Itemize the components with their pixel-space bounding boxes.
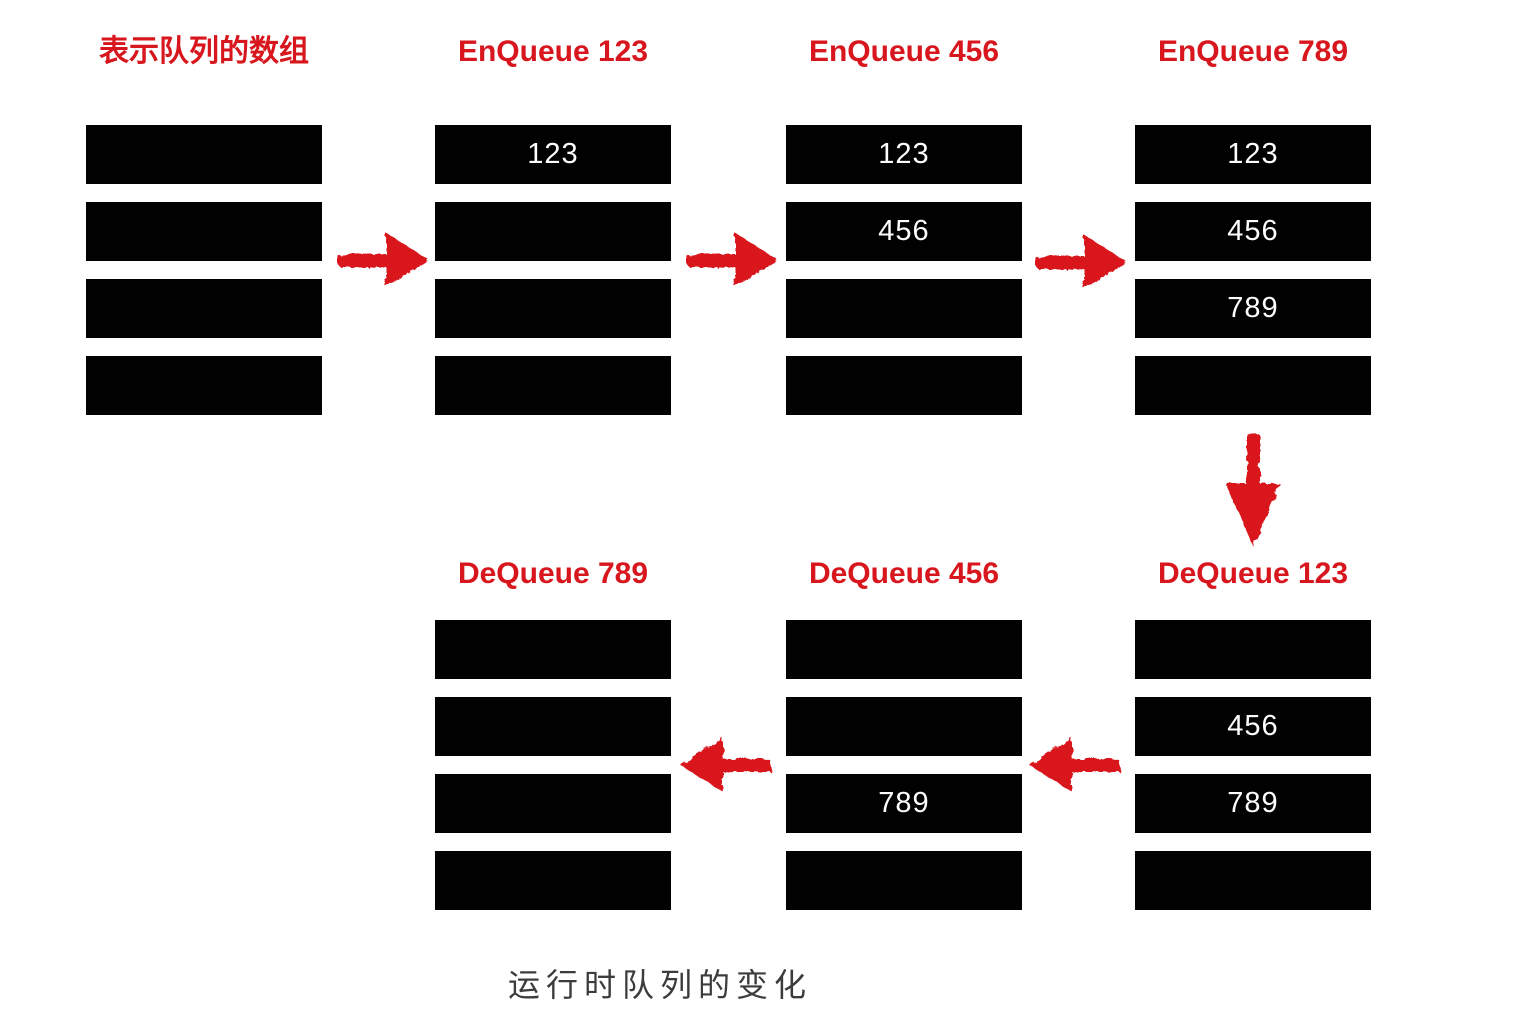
arrow-right-icon	[687, 233, 778, 287]
queue-cell	[435, 356, 671, 415]
label-initial-array: 表示队列的数组	[99, 35, 309, 68]
queue-cell	[435, 851, 671, 910]
queue-cell: 789	[1135, 279, 1371, 338]
label-enqueue-789: EnQueue 789	[1157, 35, 1349, 68]
arrow-right-icon	[338, 233, 429, 287]
arrow-left-icon	[1029, 738, 1120, 792]
queue-cell	[86, 125, 322, 184]
queue-cell	[786, 620, 1022, 679]
queue-cell	[435, 697, 671, 756]
queue-cell	[1135, 356, 1371, 415]
label-enqueue-456: EnQueue 456	[808, 35, 1000, 68]
arrow-down-icon	[1226, 433, 1281, 546]
queue-cell: 456	[786, 202, 1022, 261]
queue-cell: 456	[1135, 697, 1371, 756]
queue-cell	[1135, 620, 1371, 679]
queue-cell: 123	[1135, 125, 1371, 184]
queue-cell: 456	[1135, 202, 1371, 261]
queue-column-dequeue-123: 456 789	[1135, 620, 1371, 928]
queue-cell	[86, 279, 322, 338]
queue-cell	[1135, 851, 1371, 910]
queue-column-enqueue-123: 123	[435, 125, 671, 433]
queue-column-dequeue-789	[435, 620, 671, 928]
label-dequeue-456: DeQueue 456	[808, 557, 1000, 590]
queue-cell: 789	[1135, 774, 1371, 833]
label-dequeue-123: DeQueue 123	[1157, 557, 1349, 590]
queue-cell: 123	[786, 125, 1022, 184]
queue-cell: 123	[435, 125, 671, 184]
arrow-left-icon	[680, 738, 771, 792]
queue-cell	[435, 279, 671, 338]
queue-cell	[786, 356, 1022, 415]
queue-column-enqueue-789: 123 456 789	[1135, 125, 1371, 433]
queue-cell	[435, 620, 671, 679]
label-dequeue-789: DeQueue 789	[457, 557, 649, 590]
queue-cell	[86, 202, 322, 261]
queue-column-initial	[86, 125, 322, 433]
queue-cell	[786, 279, 1022, 338]
queue-column-enqueue-456: 123 456	[786, 125, 1022, 433]
queue-cell	[435, 202, 671, 261]
diagram-caption: 运行时队列的变化	[507, 967, 812, 1003]
arrow-right-icon	[1036, 235, 1127, 289]
queue-cell: 789	[786, 774, 1022, 833]
queue-column-dequeue-456: 789	[786, 620, 1022, 928]
queue-cell	[435, 774, 671, 833]
label-enqueue-123: EnQueue 123	[457, 35, 649, 68]
queue-cell	[86, 356, 322, 415]
queue-cell	[786, 697, 1022, 756]
queue-cell	[786, 851, 1022, 910]
